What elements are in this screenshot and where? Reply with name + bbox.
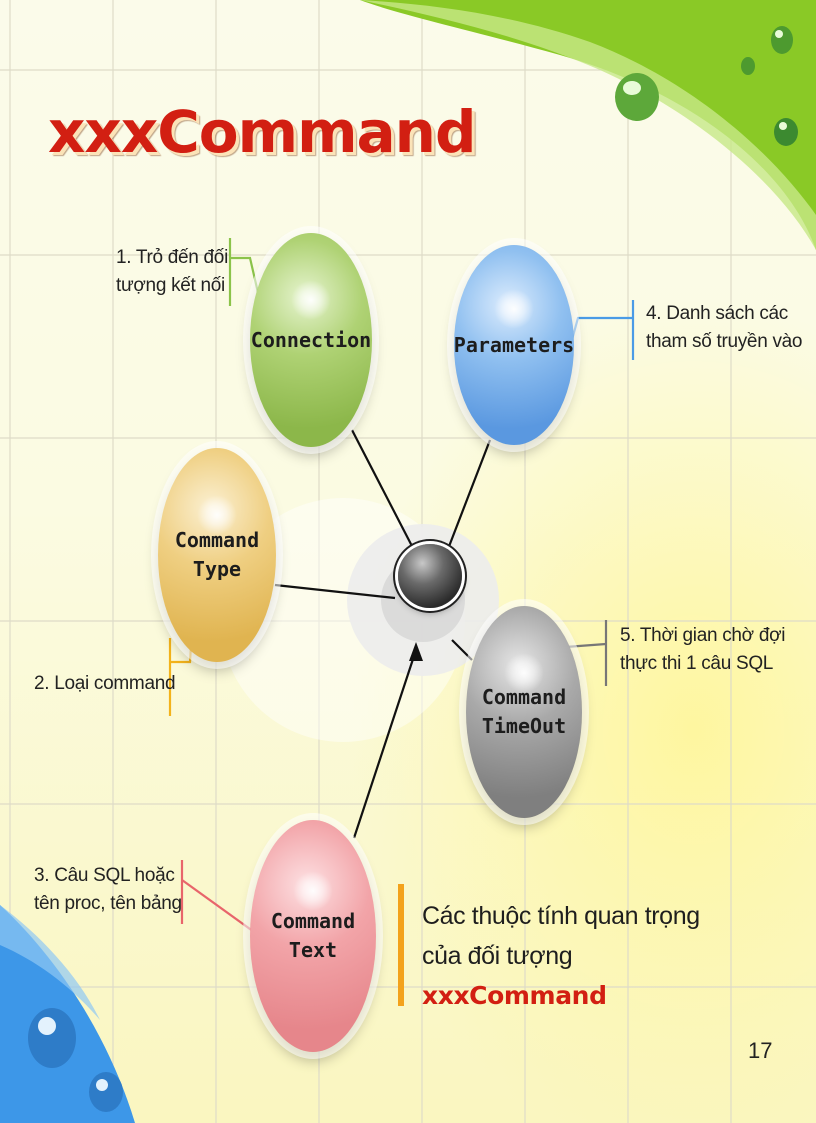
hub-node xyxy=(398,544,462,608)
annotation-command-text: 3. Câu SQL hoặc tên proc, tên bảng xyxy=(34,865,182,914)
connection-node: Connection xyxy=(250,233,372,447)
annotation-parameters: 4. Danh sách các tham số truyền vào xyxy=(646,303,803,352)
callout-highlight: xxxCommand xyxy=(422,981,607,1010)
command-text-node: Command Text xyxy=(250,820,376,1052)
annotation-connection: 1. Trỏ đến đối tượng kết nối xyxy=(116,247,228,296)
annotation-command-type: 2. Loại command xyxy=(34,673,176,694)
callout-bar xyxy=(398,884,404,1006)
command-type-node-label: Command Type xyxy=(174,528,260,581)
slide-title: xxxCommand xyxy=(48,98,476,166)
parameters-node: Parameters xyxy=(454,245,574,445)
callout-text: Các thuộc tính quan trọng của đối tượng … xyxy=(422,896,742,1016)
command-type-node: Command Type xyxy=(158,448,276,662)
command-timeout-node-label: Command TimeOut xyxy=(481,685,567,738)
callout-body: Các thuộc tính quan trọng của đối tượng xyxy=(422,902,700,970)
page-number: 17 xyxy=(748,1038,773,1063)
command-text-node-label: Command Text xyxy=(270,909,356,962)
command-timeout-node: Command TimeOut xyxy=(466,606,582,818)
connection-node-label: Connection xyxy=(250,327,372,352)
annotation-command-timeout: 5. Thời gian chờ đợi thực thi 1 câu SQL xyxy=(620,625,786,674)
parameters-node-label: Parameters xyxy=(453,332,575,357)
